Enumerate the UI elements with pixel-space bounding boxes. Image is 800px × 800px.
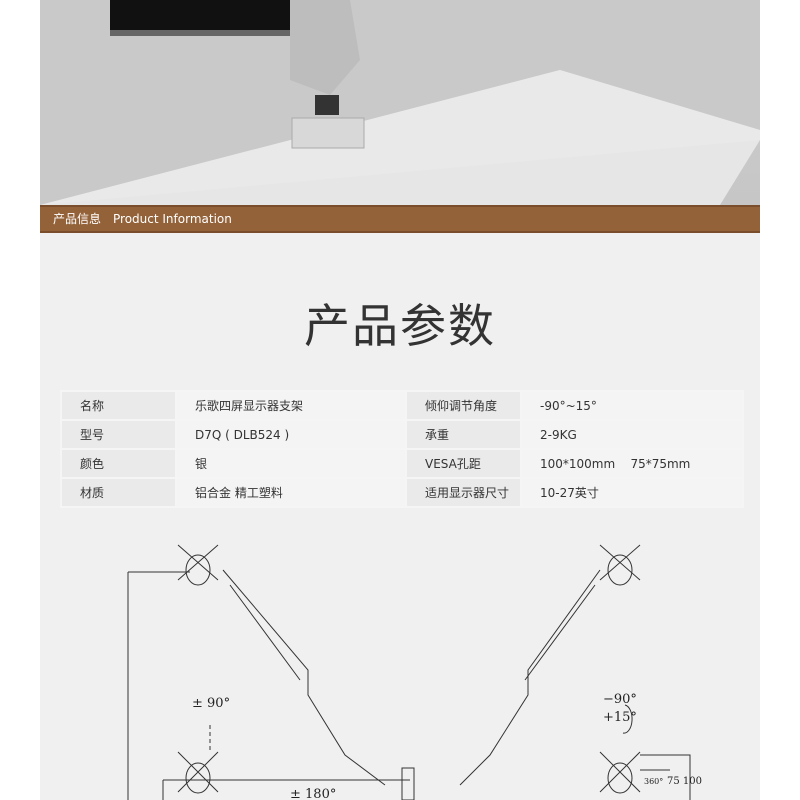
vesa-plate-icon [599, 751, 641, 794]
reach-dimension-line [162, 779, 410, 800]
value: 乐歌四屏显示器支架 [175, 390, 407, 421]
banner-cn: 产品信息 [53, 212, 102, 226]
dimension-diagram: ± 90° ± 180° −90° +15° 360° 75 100 [127, 544, 702, 800]
product-photo [40, 0, 760, 205]
value: 10-27英寸 [520, 477, 744, 508]
arm-outline [222, 569, 601, 786]
tilt-max-label: +15° [603, 710, 637, 725]
label: 名称 [60, 390, 177, 421]
vesa-plate-icon [599, 544, 641, 586]
label: 适用显示器尺寸 [405, 477, 522, 508]
label: VESA孔距 [405, 448, 522, 479]
height-dimension-line [127, 571, 190, 800]
tilt-arc-icon [622, 704, 633, 734]
monitor-arm-photo [40, 0, 760, 205]
label: 倾仰调节角度 [405, 390, 522, 421]
value: 银 [175, 448, 407, 479]
value: 铝合金 精工塑料 [175, 477, 407, 508]
value: D7Q ( DLB524 ) [175, 419, 407, 450]
page-title: 产品参数 [304, 299, 496, 353]
tilt-min-label: −90° [603, 692, 637, 707]
table-row: 名称乐歌四屏显示器支架倾仰调节角度-90°~15° [60, 390, 744, 421]
swivel-label: ± 180° [290, 787, 336, 800]
vesa-plate-icon [177, 544, 219, 586]
value: 2-9KG [520, 419, 744, 450]
rotation-360-label: 360° [644, 777, 663, 786]
value: -90°~15° [520, 390, 744, 421]
label: 承重 [405, 419, 522, 450]
label: 颜色 [60, 448, 177, 479]
pole [401, 767, 415, 800]
vesa-plate-icon [177, 751, 219, 794]
rotate-label: ± 90° [192, 696, 230, 711]
label: 材质 [60, 477, 177, 508]
banner-en: Product Information [113, 212, 232, 226]
vesa-size-label: 75 100 [667, 776, 702, 787]
section-banner: 产品信息 Product Information [40, 205, 760, 233]
vesa-dimension-line [640, 754, 691, 800]
value: 100*100mm 75*75mm [520, 448, 744, 479]
label: 型号 [60, 419, 177, 450]
